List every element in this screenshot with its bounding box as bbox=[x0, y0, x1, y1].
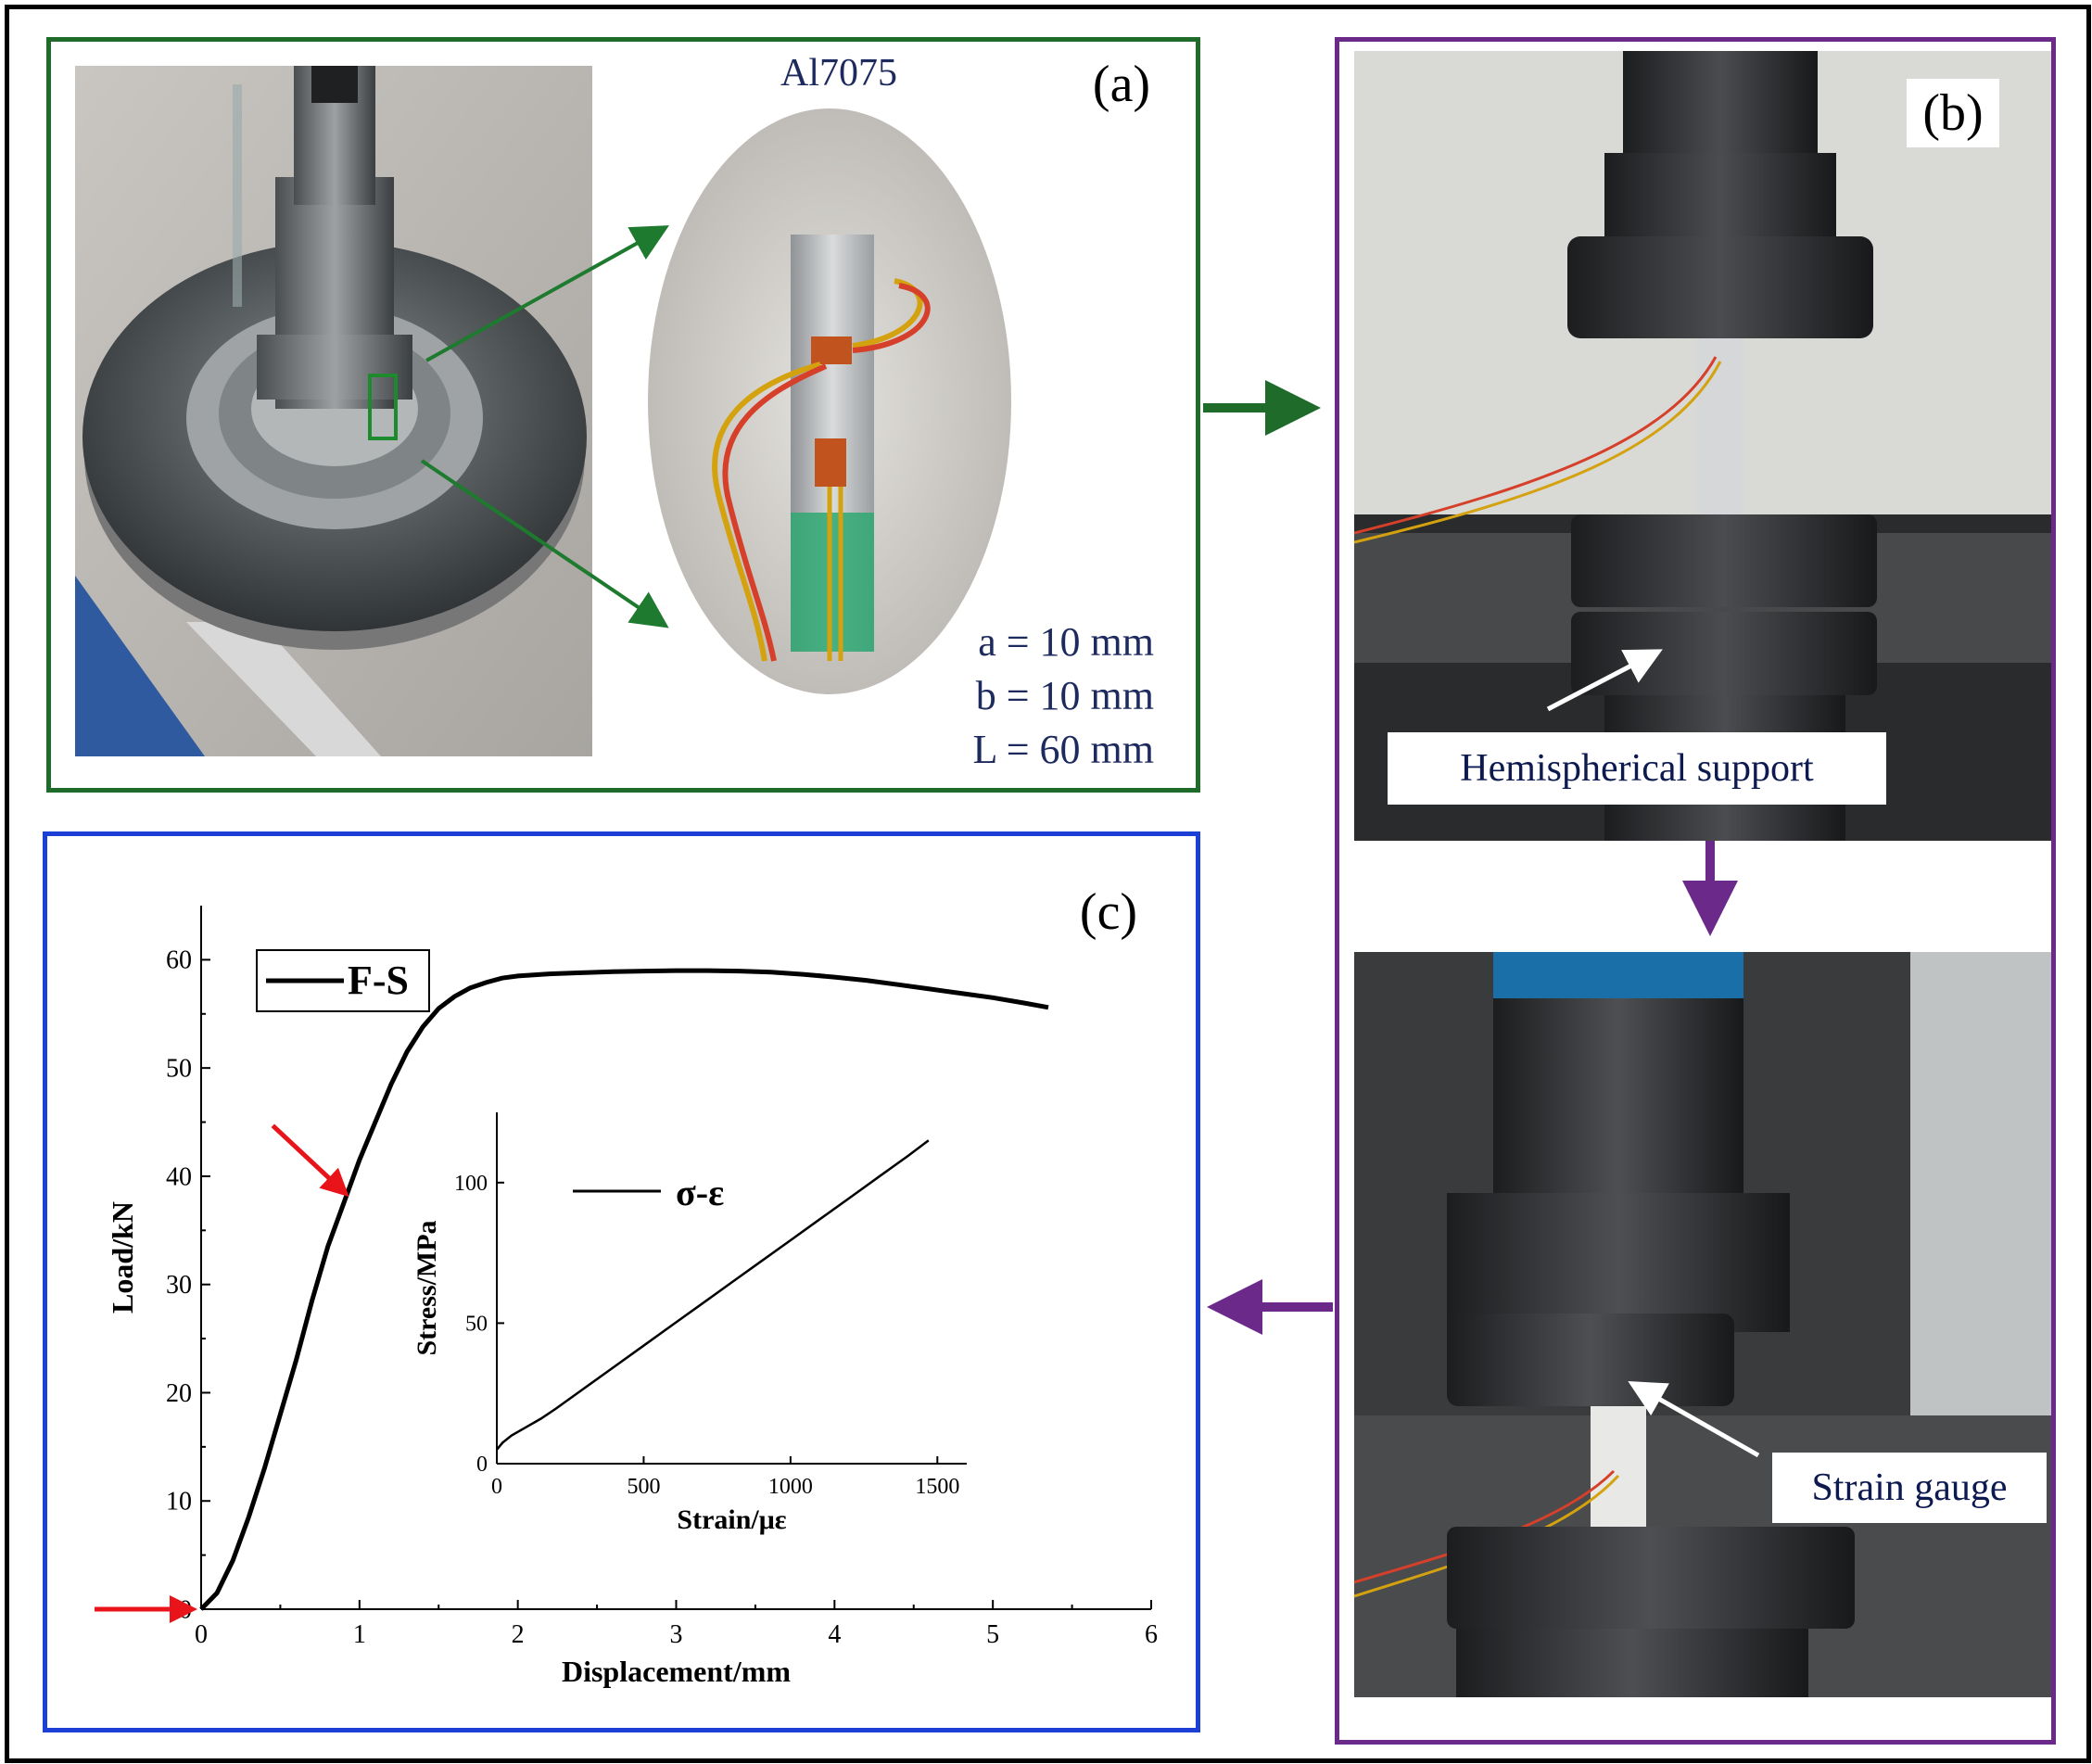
annotation-arrow-linear bbox=[271, 1123, 349, 1198]
inset-x-tick-label: 500 bbox=[627, 1475, 660, 1499]
specimen-title: Al7075 bbox=[780, 52, 897, 95]
dimension-b: b = 10 mm bbox=[975, 673, 1154, 718]
dimension-a: a = 10 mm bbox=[978, 619, 1154, 665]
main-x-tick-label: 1 bbox=[353, 1620, 366, 1649]
inset-series-line bbox=[496, 1139, 930, 1451]
main-y-tick-label: 50 bbox=[166, 1054, 192, 1083]
test-setup-photo-top bbox=[1354, 51, 2051, 841]
main-legend-label: F-S bbox=[348, 958, 409, 1003]
zoom-arrows bbox=[420, 225, 669, 628]
panel-c-label: (c) bbox=[1079, 883, 1138, 941]
inset-x-tick-label: 1500 bbox=[915, 1475, 959, 1499]
main-series-line bbox=[199, 968, 1049, 1611]
panel-a: Al7075 (a) bbox=[46, 37, 1200, 793]
inset-x-tick-label: 1000 bbox=[768, 1475, 813, 1499]
inset-x-tick-label: 0 bbox=[491, 1475, 502, 1499]
main-x-axis-label: Displacement/mm bbox=[562, 1655, 791, 1688]
main-x-tick-label: 6 bbox=[1145, 1620, 1158, 1649]
main-x-tick-label: 3 bbox=[670, 1620, 683, 1649]
inset-y-axis-label: Stress/MPa bbox=[412, 1220, 442, 1355]
main-y-tick-label: 30 bbox=[166, 1271, 192, 1300]
hemispherical-support-callout: Hemispherical support bbox=[1388, 732, 1886, 805]
load-displacement-chart: 01234560102030405060Displacement/mmLoad/… bbox=[95, 906, 1158, 1688]
main-y-tick-label: 10 bbox=[166, 1488, 192, 1517]
inset-y-tick-label: 50 bbox=[465, 1312, 488, 1336]
inset-x-axis-label: Strain/με bbox=[677, 1504, 786, 1535]
main-x-tick-label: 0 bbox=[195, 1620, 208, 1649]
main-x-tick-label: 4 bbox=[828, 1620, 841, 1649]
panel-c: (c) 01234560102030405060Displacement/mmL… bbox=[43, 831, 1200, 1732]
dimension-l: L = 60 mm bbox=[972, 727, 1154, 772]
panel-b: (b) Hemispherical support Strain gauge bbox=[1335, 37, 2056, 1745]
specimen-highlight-box bbox=[368, 374, 398, 440]
inset-y-tick-label: 100 bbox=[454, 1172, 488, 1196]
figure-frame bbox=[5, 5, 2091, 1763]
main-y-tick-label: 60 bbox=[166, 946, 192, 975]
inset-y-tick-label: 0 bbox=[476, 1453, 488, 1477]
strain-gauge-callout: Strain gauge bbox=[1772, 1453, 2047, 1523]
main-x-tick-label: 2 bbox=[512, 1620, 525, 1649]
callout-arrows bbox=[1546, 649, 1760, 1458]
panel-b-label: (b) bbox=[1907, 79, 1999, 147]
main-y-axis-label: Load/kN bbox=[106, 1201, 139, 1313]
main-y-tick-label: 40 bbox=[166, 1162, 192, 1191]
inset-legend-label: σ-ε bbox=[676, 1172, 724, 1213]
machine-photo bbox=[75, 66, 592, 756]
main-x-tick-label: 5 bbox=[986, 1620, 999, 1649]
specimen-photo bbox=[644, 105, 1015, 698]
panel-a-label: (a) bbox=[1080, 55, 1163, 114]
main-y-tick-label: 20 bbox=[166, 1379, 192, 1408]
